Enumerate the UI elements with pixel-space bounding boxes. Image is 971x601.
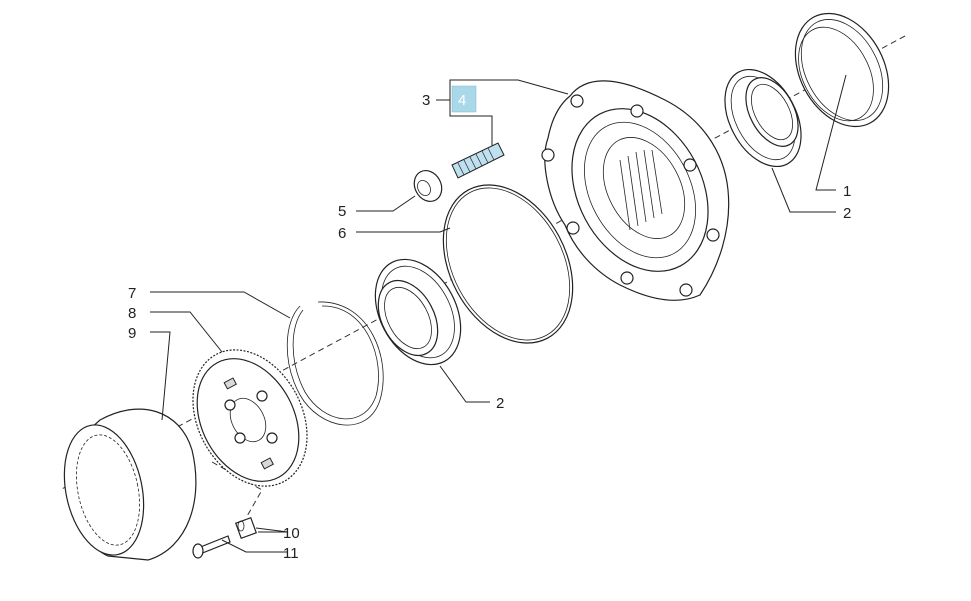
part-7-snap-ring: [286, 301, 384, 426]
label-8: 8: [128, 305, 136, 322]
part-6-o-ring: [442, 184, 574, 344]
part-4-stud: [451, 142, 505, 179]
label-9: 9: [128, 325, 136, 342]
part-11-bolt: [192, 535, 231, 559]
part-10-bushing: [234, 516, 258, 540]
label-4[interactable]: 4: [458, 92, 466, 109]
label-5: 5: [338, 203, 346, 220]
part-8-gear-plate: [192, 349, 308, 487]
label-3: 3: [422, 92, 430, 109]
part-3-hub: [541, 80, 730, 301]
label-2-right: 2: [843, 205, 851, 222]
leader-lines: [150, 74, 847, 553]
highlight-box-4: [451, 85, 477, 113]
part-9-ring-gear: [63, 408, 197, 561]
label-11: 11: [283, 545, 299, 562]
part-5-nut: [413, 170, 443, 202]
label-10: 10: [283, 525, 300, 542]
part-2-bearing-right: [724, 68, 802, 168]
label-7: 7: [128, 285, 136, 302]
part-2-bearing-left: [374, 258, 462, 366]
label-6: 6: [338, 225, 346, 242]
part-1-seal-ring: [794, 12, 890, 128]
label-2-left: 2: [496, 395, 504, 412]
label-1: 1: [843, 183, 851, 200]
